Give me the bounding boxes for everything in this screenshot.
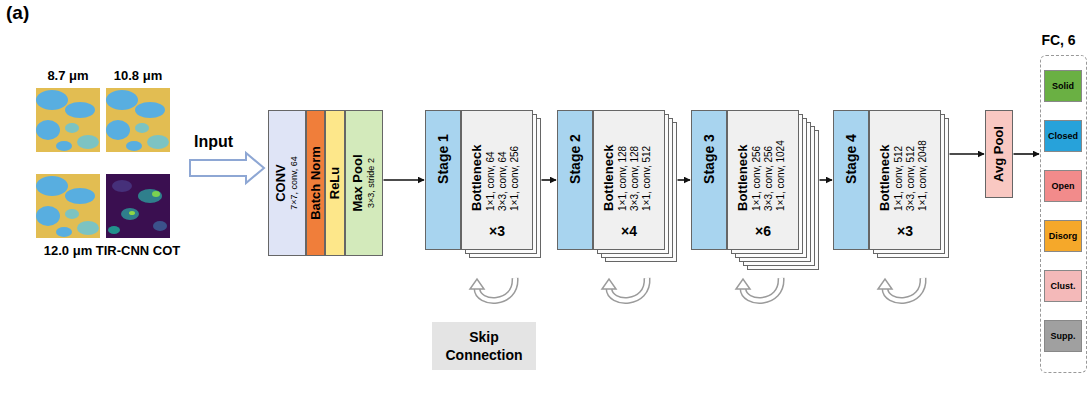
conv-spec: 1×1, conv, 256	[509, 145, 521, 211]
conv-spec: 1×1, conv, 128	[617, 145, 629, 211]
skip-arrows	[470, 278, 923, 300]
class-box: Solid	[1044, 70, 1082, 102]
panel-label: (a)	[6, 2, 29, 24]
bottleneck-card: Bottleneck1×1, conv, 643×3, conv, 641×1,…	[461, 110, 533, 250]
conv-spec: 1×1, conv, 512	[893, 140, 905, 211]
block-name: Bottleneck	[735, 140, 751, 211]
rotated-text: Stage 1	[435, 134, 451, 184]
layer-name: Stage 2	[567, 134, 583, 184]
class-name: Supp.	[1051, 331, 1076, 341]
layer-band: Avg Pool	[985, 110, 1013, 198]
conv-spec: 1×1, conv, 2048	[917, 140, 929, 211]
cot-image	[106, 174, 170, 238]
bottleneck-stack: Bottleneck1×1, conv, 5123×3, conv, 5121×…	[869, 110, 949, 258]
bottleneck-stack: Bottleneck1×1, conv, 643×3, conv, 641×1,…	[461, 110, 541, 258]
layer-name: Avg Pool	[992, 126, 1007, 182]
rotated-text: ReLu	[328, 167, 343, 200]
class-name: Solid	[1052, 81, 1074, 91]
block-name: Bottleneck	[601, 145, 617, 211]
layer-params: 3×3, stride 2	[366, 154, 376, 211]
layer-band: Batch Norm	[306, 110, 325, 256]
conv-spec: 3×3, conv, 256	[763, 140, 775, 211]
rotated-text: Stage 2	[567, 134, 583, 184]
class-name: Clust.	[1050, 281, 1075, 291]
conv-spec: 1×1, conv, 256	[751, 140, 763, 211]
rotated-text: CONV7×7, conv, 64	[274, 156, 299, 210]
flow-arrow	[1014, 153, 1040, 155]
repeat-count: ×3	[870, 223, 940, 239]
repeat-count: ×4	[594, 223, 664, 239]
layer-band: CONV7×7, conv, 64	[268, 110, 306, 256]
layer-name: Stage 1	[435, 134, 451, 184]
layer-band: Max Pool3×3, stride 2	[345, 110, 383, 256]
bottleneck-stack: Bottleneck1×1, conv, 2563×3, conv, 2561×…	[727, 110, 819, 270]
input-arrow	[190, 153, 264, 183]
flow-arrow	[950, 153, 985, 155]
layer-name: Batch Norm	[308, 146, 323, 220]
repeat-count: ×3	[462, 223, 532, 239]
class-name: Open	[1051, 181, 1074, 191]
rotated-text: Batch Norm	[308, 146, 323, 220]
layer-name: Max Pool	[351, 154, 366, 211]
block-name: Bottleneck	[469, 145, 485, 211]
bottleneck-card: Bottleneck1×1, conv, 1283×3, conv, 1281×…	[593, 110, 665, 250]
rotated-text: Stage 3	[701, 134, 717, 184]
class-box: Supp.	[1044, 320, 1082, 352]
layer-name: Stage 4	[843, 134, 859, 184]
stage-band: Stage 1	[425, 110, 461, 250]
stage-band: Stage 3	[691, 110, 727, 250]
flow-arrow	[678, 179, 691, 181]
rotated-text: Stage 4	[843, 134, 859, 184]
flow-arrow	[542, 179, 557, 181]
class-box: Disorg	[1044, 220, 1082, 252]
stage-band: Stage 2	[557, 110, 593, 250]
conv-spec: 1×1, conv, 64	[485, 145, 497, 211]
class-box: Clust.	[1044, 270, 1082, 302]
layer-name: Stage 3	[701, 134, 717, 184]
fc-heading: FC, 6	[1027, 32, 1090, 48]
rotated-text: Max Pool3×3, stride 2	[351, 154, 376, 211]
layer-name: ReLu	[328, 167, 343, 200]
layer-params: 7×7, conv, 64	[289, 156, 299, 210]
rotated-text: Avg Pool	[992, 126, 1007, 182]
conv-spec: 3×3, conv, 512	[905, 140, 917, 211]
class-box: Open	[1044, 170, 1082, 202]
flow-arrow	[384, 179, 425, 181]
input-label: Input	[194, 133, 233, 151]
repeat-count: ×6	[728, 223, 798, 239]
conv-spec: 1×1, conv, 512	[641, 145, 653, 211]
bottleneck-stack: Bottleneck1×1, conv, 1283×3, conv, 1281×…	[593, 110, 677, 262]
channel-label: 8.7 μm	[47, 68, 88, 83]
fc-output-box: FC, 6SolidClosedOpenDisorgClust.Supp.	[1040, 55, 1087, 373]
note-text: Skip Connection	[436, 328, 532, 364]
bottleneck-card: Bottleneck1×1, conv, 5123×3, conv, 5121×…	[869, 110, 941, 250]
layer-band: ReLu	[325, 110, 345, 256]
bottleneck-card: Bottleneck1×1, conv, 2563×3, conv, 2561×…	[727, 110, 799, 250]
class-box: Closed	[1044, 120, 1082, 152]
conv-spec: 3×3, conv, 64	[497, 145, 509, 211]
channel-label: TIR-CNN COT	[96, 243, 181, 258]
conv-spec: 1×1, conv, 1024	[775, 140, 787, 211]
class-name: Disorg	[1049, 231, 1078, 241]
channel-label: 12.0 μm	[44, 243, 92, 258]
layer-name: CONV	[274, 156, 289, 210]
class-name: Closed	[1048, 131, 1078, 141]
rotated-text: Bottleneck1×1, conv, 2563×3, conv, 2561×…	[735, 140, 787, 211]
conv-spec: 3×3, conv, 128	[629, 145, 641, 211]
satellite-image	[36, 174, 100, 238]
flow-arrow	[820, 179, 833, 181]
channel-label: 10.8 μm	[114, 68, 162, 83]
rotated-text: Bottleneck1×1, conv, 1283×3, conv, 1281×…	[601, 145, 653, 211]
stage-band: Stage 4	[833, 110, 869, 250]
note-box: Skip Connection	[432, 322, 536, 370]
block-name: Bottleneck	[877, 140, 893, 211]
rotated-text: Bottleneck1×1, conv, 643×3, conv, 641×1,…	[469, 145, 521, 211]
rotated-text: Bottleneck1×1, conv, 5123×3, conv, 5121×…	[877, 140, 929, 211]
satellite-image	[36, 88, 100, 152]
satellite-image	[106, 88, 170, 152]
